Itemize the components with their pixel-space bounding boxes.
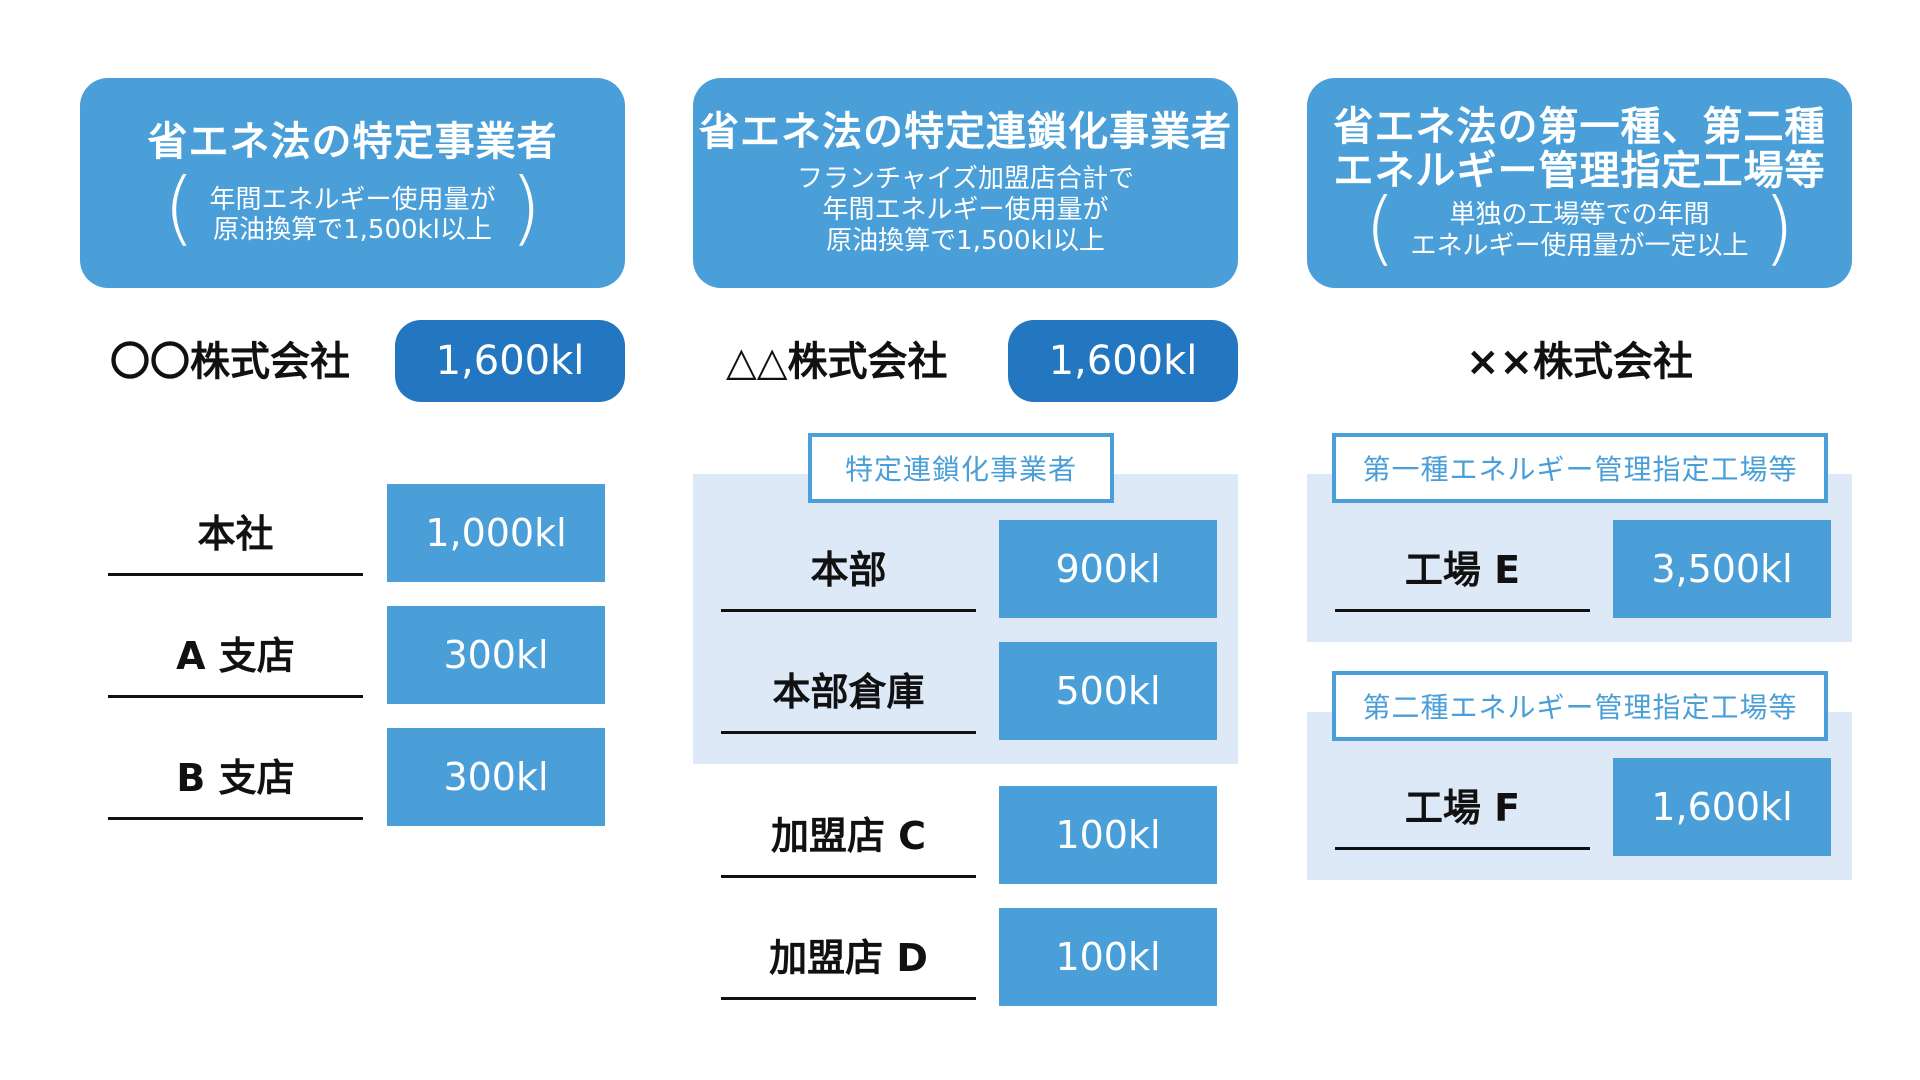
chain-group-tag: 特定連鎖化事業者 <box>808 433 1114 503</box>
factory-group-tag: 第一種エネルギー管理指定工場等 <box>1332 433 1828 503</box>
company-total: 1,600kl <box>395 320 625 402</box>
company-name: ××株式会社 <box>1465 339 1694 385</box>
header-specified-business: 省エネ法の特定事業者 ( 年間エネルギー使用量が 原油換算で1,500kl以上 … <box>80 78 625 288</box>
right-paren: ) <box>1763 180 1795 274</box>
site-label: A 支店 <box>108 610 363 698</box>
header-title: 省エネ法の特定事業者 <box>147 118 558 165</box>
header-specified-chain-business: 省エネ法の特定連鎖化事業者 フランチャイズ加盟店合計で 年間エネルギー使用量が … <box>693 78 1238 288</box>
site-label: 工場 E <box>1335 524 1590 612</box>
header-title: 省エネ法の特定連鎖化事業者 <box>699 108 1232 155</box>
site-value: 500kl <box>999 642 1217 740</box>
site-label: 本社 <box>108 488 363 576</box>
company-name: 〇〇株式会社 <box>110 339 350 385</box>
site-label: 加盟店 D <box>721 912 976 1000</box>
condition-line: 年間エネルギー使用量が <box>822 195 1109 226</box>
condition-line: 年間エネルギー使用量が <box>209 184 496 215</box>
condition-line: 原油換算で1,500kl以上 <box>826 225 1105 256</box>
site-label: B 支店 <box>108 732 363 820</box>
condition-line: フランチャイズ加盟店合計で <box>797 164 1134 195</box>
site-value: 300kl <box>387 606 605 704</box>
factory-group-tag: 第二種エネルギー管理指定工場等 <box>1332 671 1828 741</box>
site-value: 1,000kl <box>387 484 605 582</box>
company-name: △△株式会社 <box>726 339 948 385</box>
right-paren: ) <box>510 161 542 255</box>
site-label: 加盟店 C <box>721 790 976 878</box>
site-label: 本部 <box>721 524 976 612</box>
site-value: 300kl <box>387 728 605 826</box>
header-designated-factory: 省エネ法の第一種、第二種 エネルギー管理指定工場等 ( 単独の工場等での年間 エ… <box>1307 78 1852 288</box>
header-condition: ( 単独の工場等での年間 エネルギー使用量が一定以上 ) <box>1364 187 1794 267</box>
site-value: 900kl <box>999 520 1217 618</box>
site-label: 本部倉庫 <box>721 646 976 734</box>
site-value: 100kl <box>999 786 1217 884</box>
left-paren: ( <box>163 161 195 255</box>
left-paren: ( <box>1364 180 1396 274</box>
site-value: 100kl <box>999 908 1217 1006</box>
condition-line: 単独の工場等での年間 <box>1449 200 1710 231</box>
site-value: 3,500kl <box>1613 520 1831 618</box>
header-title: 省エネ法の第一種、第二種 <box>1333 103 1826 150</box>
company-total: 1,600kl <box>1008 320 1238 402</box>
header-title: エネルギー管理指定工場等 <box>1333 148 1826 195</box>
header-condition: ( 年間エネルギー使用量が 原油換算で1,500kl以上 ) <box>163 168 541 248</box>
site-value: 1,600kl <box>1613 758 1831 856</box>
condition-line: 原油換算で1,500kl以上 <box>213 215 492 246</box>
site-label: 工場 F <box>1335 762 1590 850</box>
condition-line: エネルギー使用量が一定以上 <box>1410 230 1749 261</box>
